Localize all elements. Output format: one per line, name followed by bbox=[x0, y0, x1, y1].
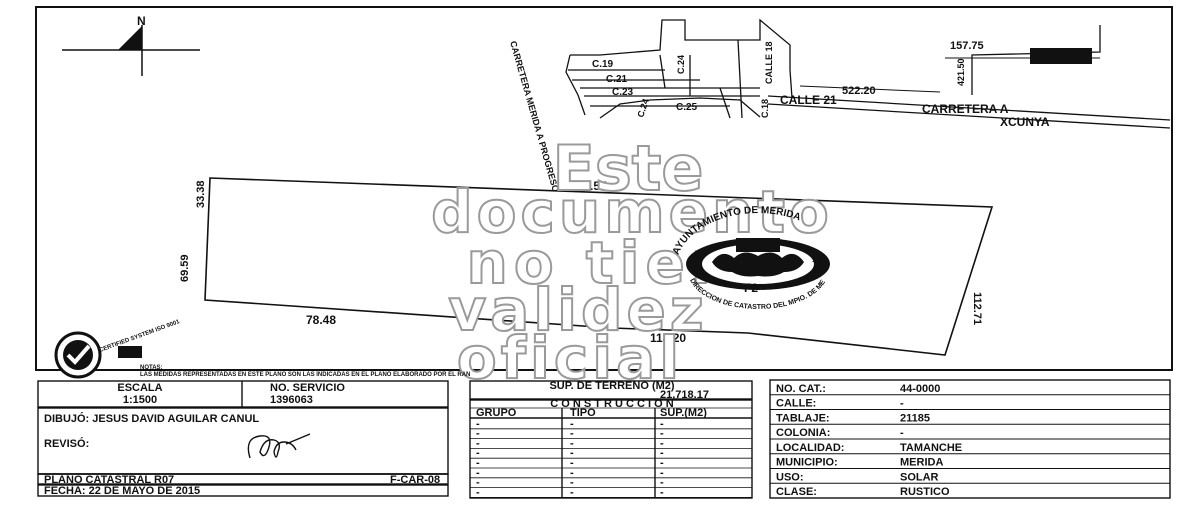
dist-522: 522.20 bbox=[842, 85, 876, 97]
escala-label: ESCALA bbox=[117, 382, 162, 394]
construccion-cell: - bbox=[476, 477, 480, 489]
street-calle21: CALLE 21 bbox=[780, 93, 837, 107]
construccion-cell: - bbox=[476, 447, 480, 459]
construccion-table bbox=[469, 380, 753, 499]
construccion-cell: - bbox=[476, 467, 480, 479]
servicio-label: NO. SERVICIO bbox=[270, 382, 345, 394]
road-xcunya-2: XCUNYA bbox=[1000, 115, 1050, 129]
dist-421: 421.50 bbox=[956, 58, 966, 86]
dist-157: 157.75 bbox=[950, 40, 984, 52]
watermark-line-4: validez bbox=[448, 276, 707, 344]
construccion-cell: - bbox=[570, 457, 574, 469]
fcar-text: F-CAR-08 bbox=[390, 474, 440, 486]
construccion-cell: - bbox=[660, 467, 664, 479]
construccion-cell: - bbox=[476, 418, 480, 430]
street-c24: C.24 bbox=[676, 55, 686, 74]
construccion-cell: - bbox=[570, 477, 574, 489]
parcel-left-upper-dim: 33.38 bbox=[195, 180, 207, 208]
construccion-title: C O N S T R U C C I O N bbox=[550, 398, 674, 410]
sup-terreno-value: 21,718.17 bbox=[660, 389, 709, 401]
construccion-cell: - bbox=[660, 477, 664, 489]
construccion-cell: - bbox=[476, 486, 480, 498]
info-label: CALLE: bbox=[776, 398, 816, 410]
info-value: - bbox=[900, 427, 904, 439]
location-sketch bbox=[565, 18, 1171, 129]
construccion-cell: - bbox=[476, 457, 480, 469]
seal-left-number: 12 bbox=[692, 255, 701, 264]
reviso-signature bbox=[247, 433, 311, 459]
construccion-cell: - bbox=[570, 418, 574, 430]
plano-text: PLANO CATASTRAL R07 bbox=[44, 474, 174, 486]
info-label: CLASE: bbox=[776, 486, 817, 498]
road-xcunya-1: CARRETERA A bbox=[922, 102, 1009, 116]
info-label: USO: bbox=[776, 471, 804, 483]
info-value: RUSTICO bbox=[900, 486, 950, 498]
col-header-grupo: GRUPO bbox=[476, 407, 517, 419]
seal-right-number: 15 bbox=[812, 255, 821, 264]
info-label: MUNICIPIO: bbox=[776, 457, 838, 469]
construccion-cell: - bbox=[660, 418, 664, 430]
north-label: N bbox=[137, 14, 146, 28]
info-value: 44-0000 bbox=[900, 383, 940, 395]
construccion-cell: - bbox=[570, 428, 574, 440]
construccion-cell: - bbox=[660, 437, 664, 449]
info-label: COLONIA: bbox=[776, 427, 830, 439]
titleblock-left bbox=[37, 380, 449, 497]
property-location-marker bbox=[1030, 48, 1092, 64]
street-c21: C.21 bbox=[606, 74, 628, 85]
parcel-bottom-right-dim: 118.20 bbox=[650, 331, 686, 345]
parcel-right-dim: 112.71 bbox=[971, 292, 983, 325]
watermark-line-1: Este bbox=[553, 132, 704, 205]
servicio-value: 1396063 bbox=[270, 394, 313, 406]
street-c19: C.19 bbox=[592, 59, 614, 70]
construccion-cell: - bbox=[476, 428, 480, 440]
north-arrow-icon: N bbox=[62, 14, 200, 76]
parcel-top-dim: 206.57 bbox=[570, 179, 607, 193]
construccion-cell: - bbox=[660, 457, 664, 469]
construccion-cell: - bbox=[570, 467, 574, 479]
escala-value: 1:1500 bbox=[123, 394, 157, 406]
parcel-left-lower-dim: 69.59 bbox=[179, 254, 191, 282]
street-c25: C.25 bbox=[676, 102, 698, 113]
watermark-line-2: documento bbox=[431, 178, 833, 246]
col-header-tipo: TIPO bbox=[570, 407, 596, 419]
info-label: TABLAJE: bbox=[776, 412, 830, 424]
info-label: LOCALIDAD: bbox=[776, 442, 844, 454]
construccion-cell: - bbox=[570, 447, 574, 459]
construccion-cell: - bbox=[570, 486, 574, 498]
parcel-polygon bbox=[204, 177, 994, 356]
info-value: SOLAR bbox=[900, 471, 939, 483]
street-c24b: C.24 bbox=[635, 97, 650, 118]
construccion-cell: - bbox=[660, 486, 664, 498]
construccion-cell: - bbox=[476, 437, 480, 449]
street-c18: C.18 bbox=[760, 99, 770, 118]
fecha-text: FECHA: 22 DE MAYO DE 2015 bbox=[44, 485, 200, 497]
construccion-cell: - bbox=[660, 428, 664, 440]
info-value: TAMANCHE bbox=[900, 442, 962, 454]
notes-text: LAS MEDIDAS REPRESENTADAS EN ESTE PLANO … bbox=[140, 372, 470, 378]
info-label: NO. CAT.: bbox=[776, 383, 826, 395]
dibujo-text: DIBUJÓ: JESUS DAVID AGUILAR CANUL bbox=[44, 412, 259, 425]
info-value: 21185 bbox=[900, 412, 930, 424]
construccion-rows: ------------------------ bbox=[470, 418, 752, 498]
col-header-sup: SUP.(M2) bbox=[660, 407, 707, 419]
reviso-text: REVISÓ: bbox=[44, 437, 89, 450]
street-c23: C.23 bbox=[612, 87, 634, 98]
parcel-code: F2 bbox=[744, 281, 758, 295]
sup-terreno-label: SUP. DE TERRENO (M2) bbox=[549, 380, 674, 392]
info-value: MERIDA bbox=[900, 457, 943, 469]
parcel-bottom-left-dim: 78.48 bbox=[306, 313, 336, 327]
construccion-cell: - bbox=[660, 447, 664, 459]
info-value: - bbox=[900, 398, 904, 410]
construccion-cell: - bbox=[570, 437, 574, 449]
map-frame bbox=[35, 6, 1173, 371]
notes-title: NOTAS: bbox=[140, 365, 163, 371]
street-calle18: CALLE 18 bbox=[764, 41, 774, 84]
